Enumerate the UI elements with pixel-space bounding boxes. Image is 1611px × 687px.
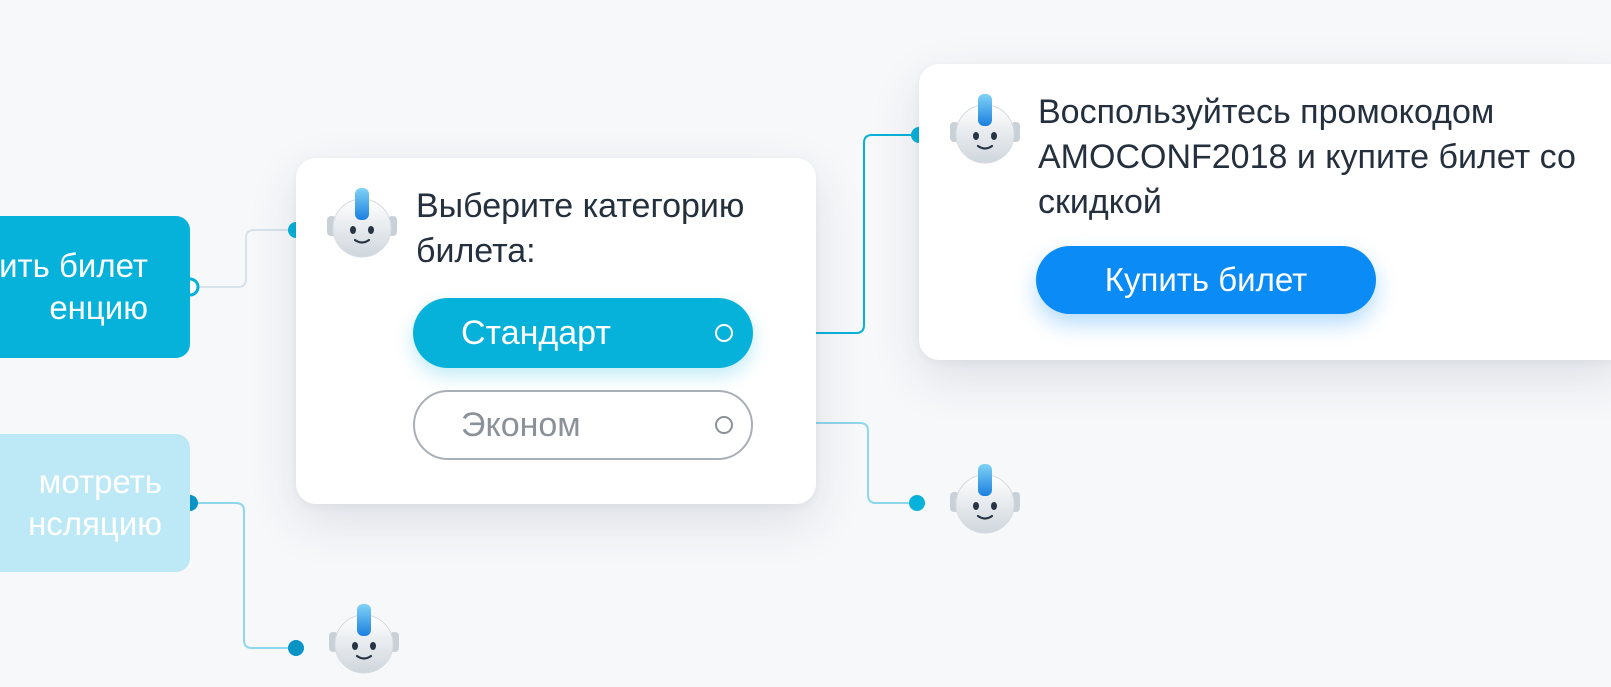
option-economy-button[interactable]: Эконом	[413, 390, 753, 460]
buy-ticket-conference-button[interactable]: ить билет енцию	[0, 216, 190, 358]
ticket-category-card: Выберите категорию билета: Стандарт Экон…	[296, 158, 816, 504]
button-label-line2: енцию	[49, 289, 148, 326]
option-economy-label: Эконом	[461, 406, 581, 444]
buy-ticket-button[interactable]: Купить билет	[1036, 246, 1376, 314]
robot-avatar-icon	[324, 186, 400, 262]
category-prompt-text: Выберите категорию билета:	[416, 187, 745, 270]
robot-avatar-icon	[947, 92, 1023, 168]
button-label-line1: ить билет	[0, 247, 148, 284]
robot-avatar-icon	[326, 602, 402, 678]
promo-message-text: Воспользуйтесь промокодом AMOCONF2018 и …	[1038, 93, 1576, 221]
connector-dot-icon	[288, 640, 304, 656]
robot-avatar-icon	[947, 462, 1023, 538]
connector-line-watch-stream	[190, 502, 296, 649]
button-label-line1: мотреть	[38, 463, 162, 500]
connector-dot-icon	[909, 495, 925, 511]
connector-port-icon	[715, 324, 733, 342]
button-label-line2: нсляцию	[28, 505, 162, 542]
connector-port-icon	[715, 416, 733, 434]
connector-line-buy-to-category	[190, 229, 296, 288]
promo-code-card: Воспользуйтесь промокодом AMOCONF2018 и …	[919, 64, 1611, 360]
watch-stream-button[interactable]: мотреть нсляцию	[0, 434, 190, 572]
option-standard-label: Стандарт	[461, 314, 611, 352]
option-standard-button[interactable]: Стандарт	[413, 298, 753, 368]
